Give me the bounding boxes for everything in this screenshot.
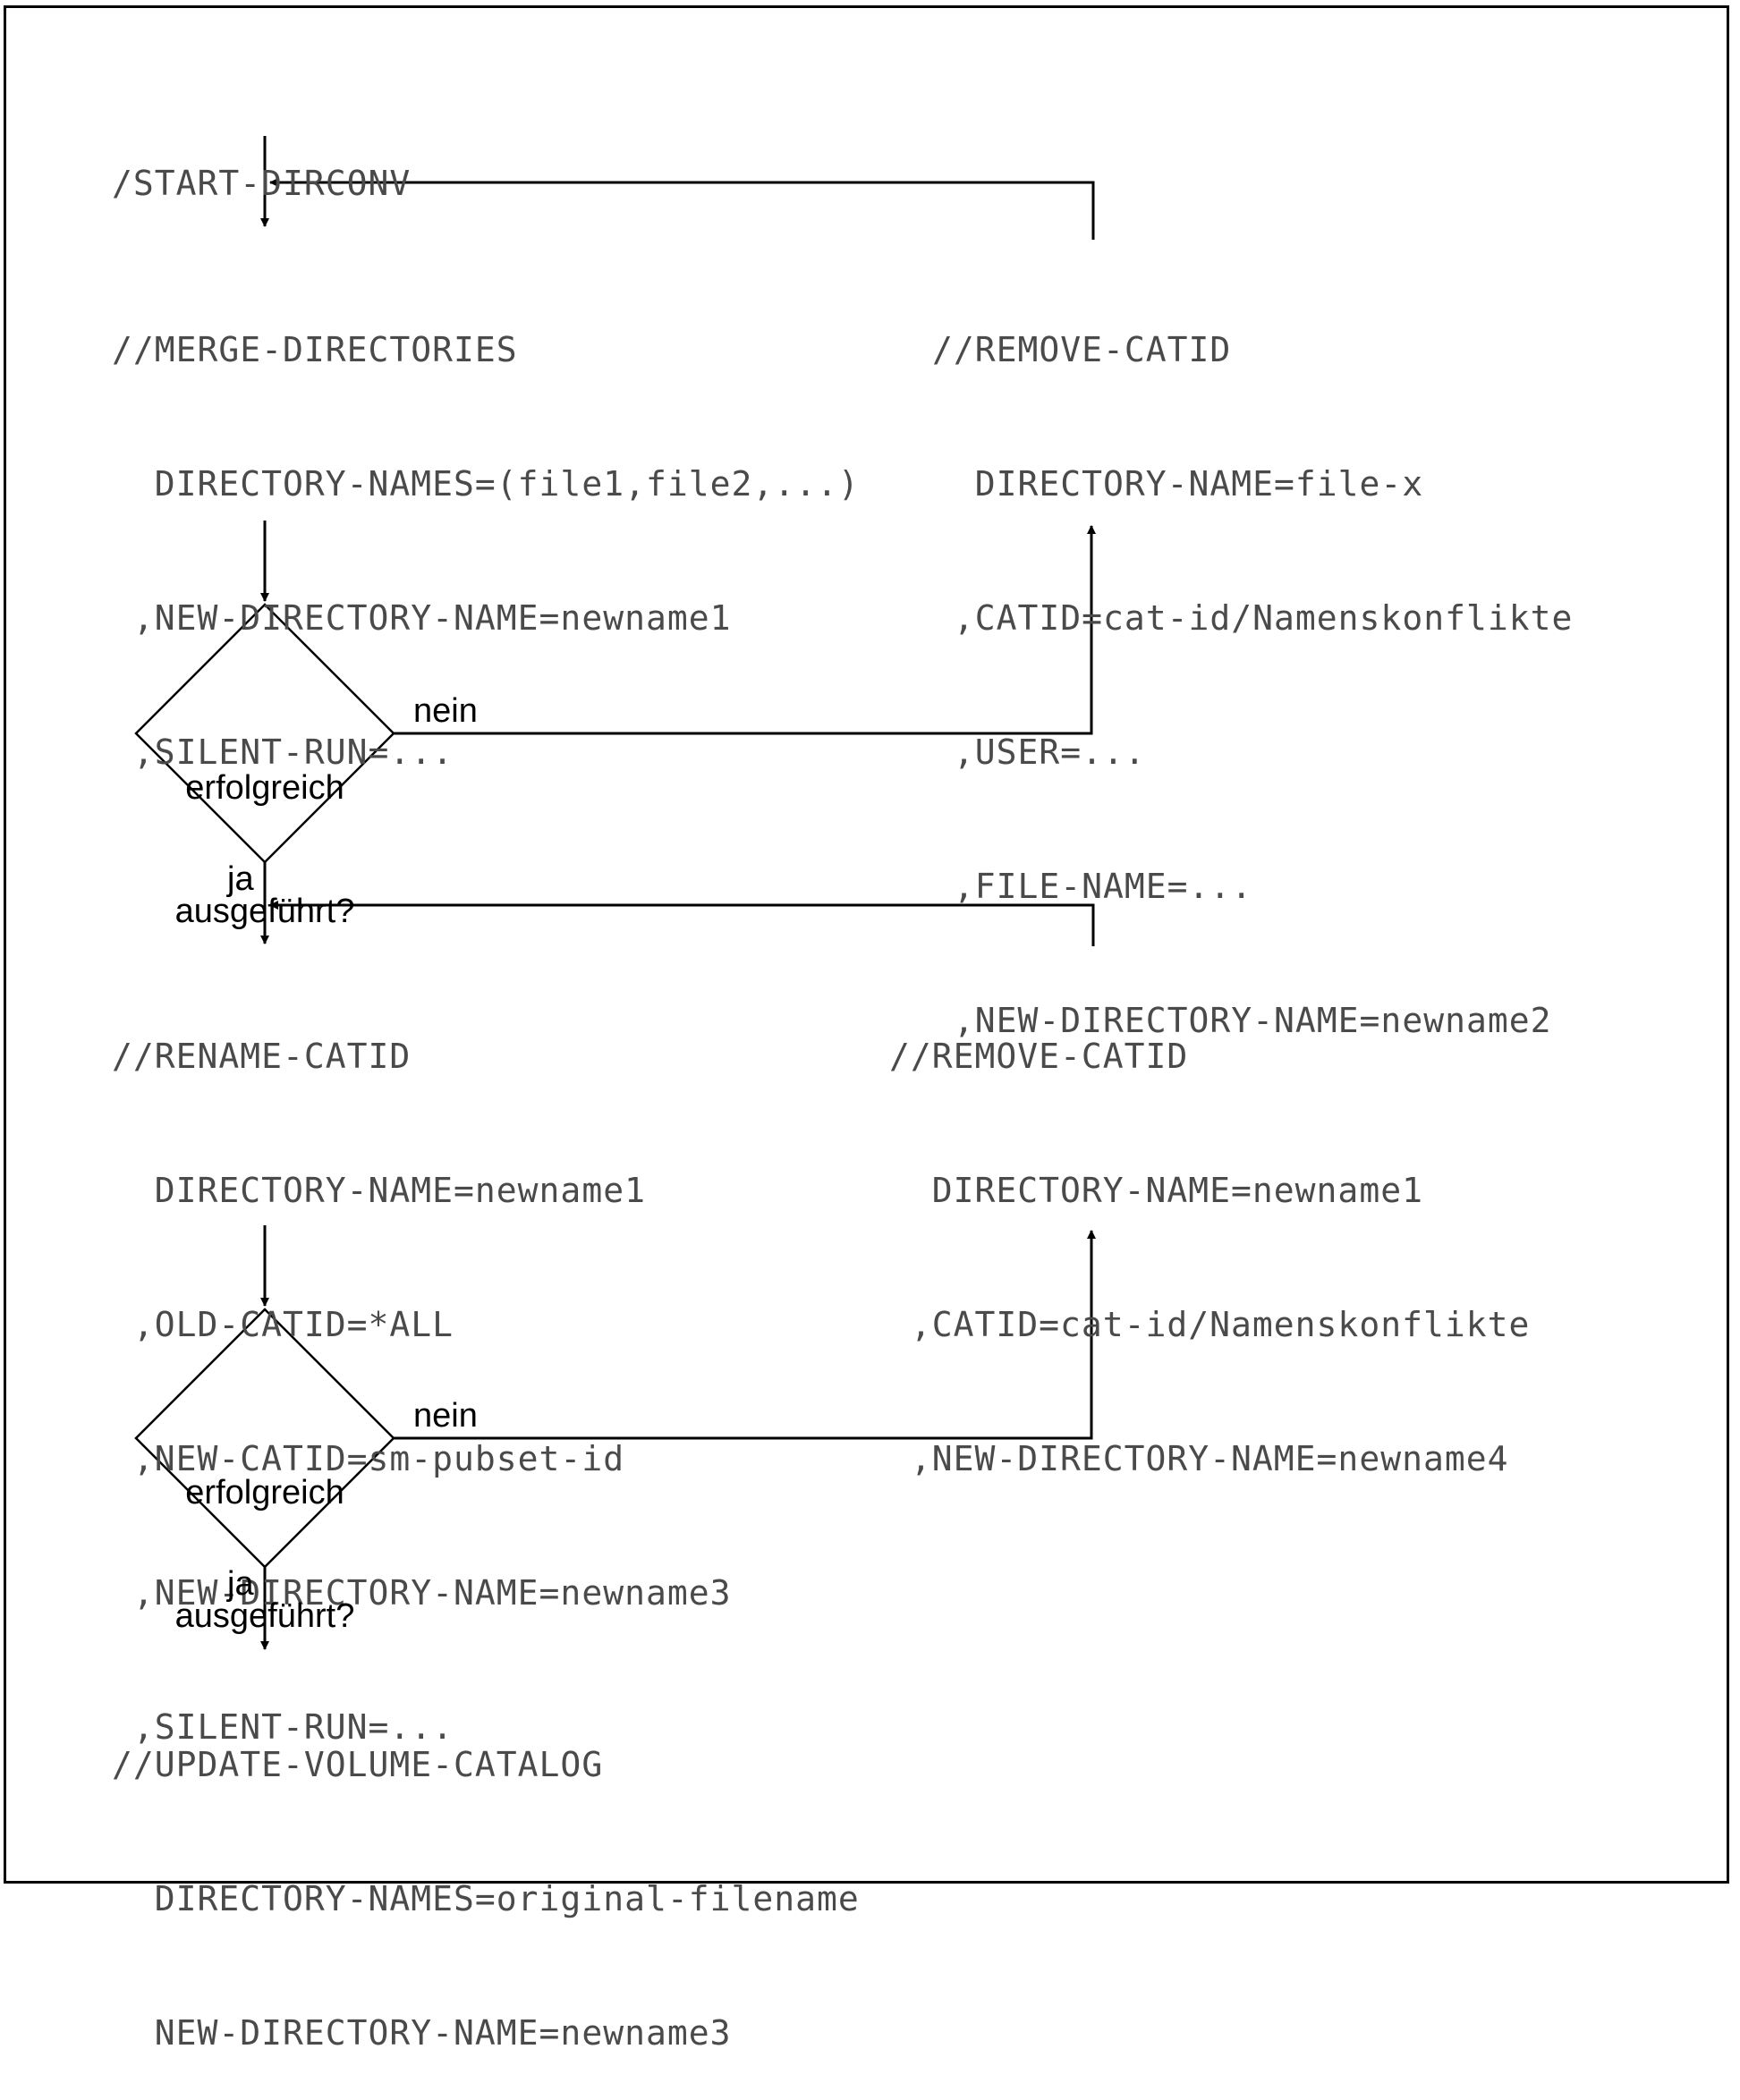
code-line: /START-DIRCONV <box>112 164 412 203</box>
code-line: //REMOVE-CATID <box>932 330 1232 369</box>
arrow-remove2-to-rename <box>269 901 1095 946</box>
diagram-frame <box>4 5 1729 1884</box>
code-line: ,CATID=cat-id/Namenskonflikte <box>889 1305 1531 1344</box>
code-line: ,NEW-CATID=sm-pubset-id <box>112 1439 625 1478</box>
code-line: ,CATID=cat-id/Namenskonflikte <box>932 598 1574 638</box>
code-line: DIRECTORY-NAMES=original-filename <box>112 1879 860 1918</box>
decision2-no-label: nein <box>413 1397 478 1435</box>
rename-catid-block: //RENAME-CATID DIRECTORY-NAME=newname1 ,… <box>112 944 731 1794</box>
code-line: ,NEW-DIRECTORY-NAME=newname3 <box>112 1573 732 1613</box>
merge-directories-block: //MERGE-DIRECTORIES DIRECTORY-NAMES=(fil… <box>112 238 860 819</box>
arrow-remove1-to-merge <box>269 178 1095 240</box>
update-volume-catalog-block: //UPDATE-VOLUME-CATALOG DIRECTORY-NAMES=… <box>112 1653 860 2100</box>
code-line: //MERGE-DIRECTORIES <box>112 330 518 369</box>
code-line: NEW-DIRECTORY-NAME=newname3 <box>112 2013 732 2053</box>
remove-catid-block-2: //REMOVE-CATID DIRECTORY-NAME=newname1 ,… <box>889 944 1530 1526</box>
code-line: //REMOVE-CATID <box>889 1037 1189 1076</box>
decision2-line1: erfolgreich <box>185 1474 344 1511</box>
code-line: ,NEW-DIRECTORY-NAME=newname4 <box>889 1439 1509 1478</box>
code-line: ,FILE-NAME=... <box>932 867 1253 906</box>
flow-connectors <box>134 136 1096 1650</box>
arrow-decision1-nein-to-remove1 <box>394 525 1096 735</box>
code-line: DIRECTORY-NAME=newname1 <box>112 1171 646 1210</box>
decision2-line2: ausgeführt? <box>174 1597 355 1635</box>
decision1-yes-label: ja <box>227 860 254 898</box>
code-line: ,OLD-CATID=*ALL <box>112 1305 454 1344</box>
decision1-no-label: nein <box>413 692 478 730</box>
code-line: DIRECTORY-NAME=newname1 <box>889 1171 1423 1210</box>
decision1-question: erfolgreich ausgeführt? <box>140 685 390 973</box>
code-line: ,SILENT-RUN=... <box>112 732 454 772</box>
code-line: //RENAME-CATID <box>112 1037 412 1076</box>
decision1-line1: erfolgreich <box>185 769 344 807</box>
code-line: ,NEW-DIRECTORY-NAME=newname1 <box>112 598 732 638</box>
code-line: //UPDATE-VOLUME-CATALOG <box>112 1745 604 1784</box>
code-line: ,SILENT-RUN=... <box>112 1707 454 1747</box>
decision2-yes-label: ja <box>227 1565 254 1603</box>
code-line: DIRECTORY-NAMES=(file1,file2,...) <box>112 464 860 504</box>
code-line: ,NEW-DIRECTORY-NAME=newname2 <box>932 1001 1552 1040</box>
decision1-line2: ausgeführt? <box>174 893 355 930</box>
remove-catid-block-1: //REMOVE-CATID DIRECTORY-NAME=file-x ,CA… <box>932 238 1573 1088</box>
arrow-decision2-nein-to-remove2 <box>394 1230 1096 1440</box>
code-line: ,USER=... <box>932 732 1146 772</box>
code-line: DIRECTORY-NAME=file-x <box>932 464 1424 504</box>
start-command: /START-DIRCONV <box>112 72 411 250</box>
decision2-question: erfolgreich ausgeführt? <box>140 1390 390 1678</box>
